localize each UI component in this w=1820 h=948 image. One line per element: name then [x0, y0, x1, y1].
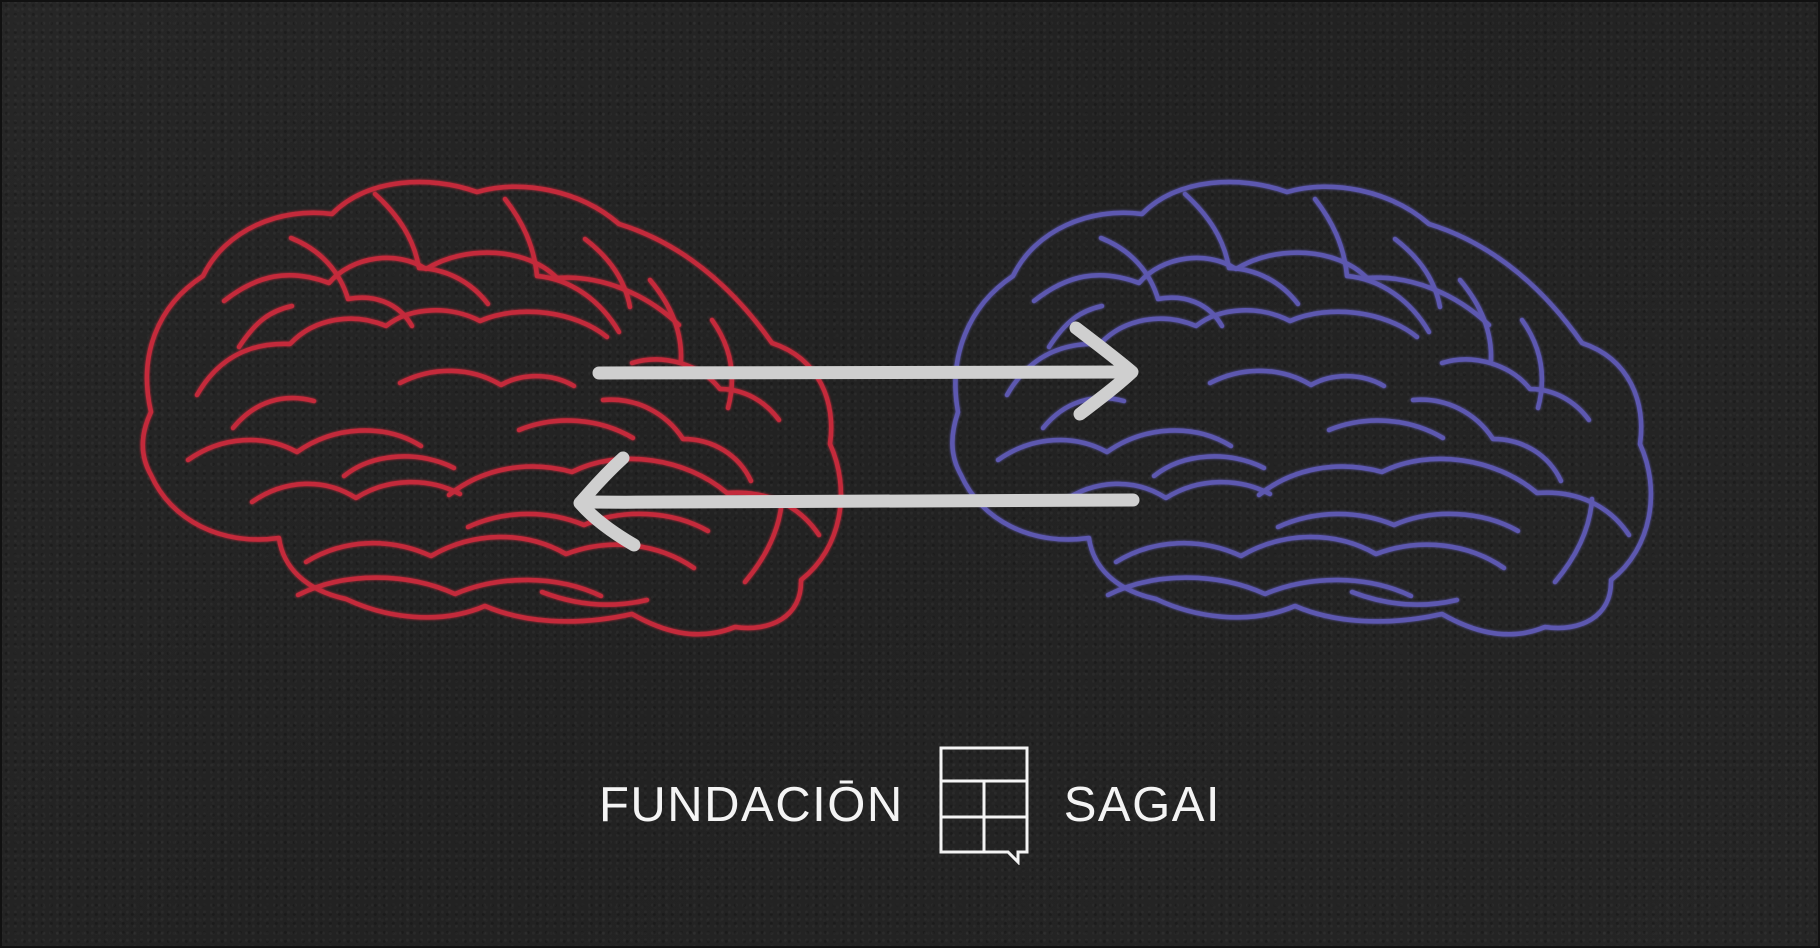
brand-right-text: SAGAI	[1063, 777, 1222, 832]
left-arrow-icon	[579, 493, 1140, 509]
left-brain-icon	[140, 179, 844, 637]
foundation-branding: FUNDACIŌN SAGAI	[0, 745, 1820, 865]
exchange-arrows-icon	[573, 321, 1140, 552]
right-brain-icon	[950, 179, 1654, 637]
brand-left-text: FUNDACIŌN	[598, 777, 904, 832]
right-arrow-head-icon	[1069, 321, 1139, 421]
right-arrow-icon	[592, 365, 1134, 380]
left-arrow-head-icon	[573, 451, 641, 552]
square-speech-logo-icon	[939, 746, 1029, 865]
